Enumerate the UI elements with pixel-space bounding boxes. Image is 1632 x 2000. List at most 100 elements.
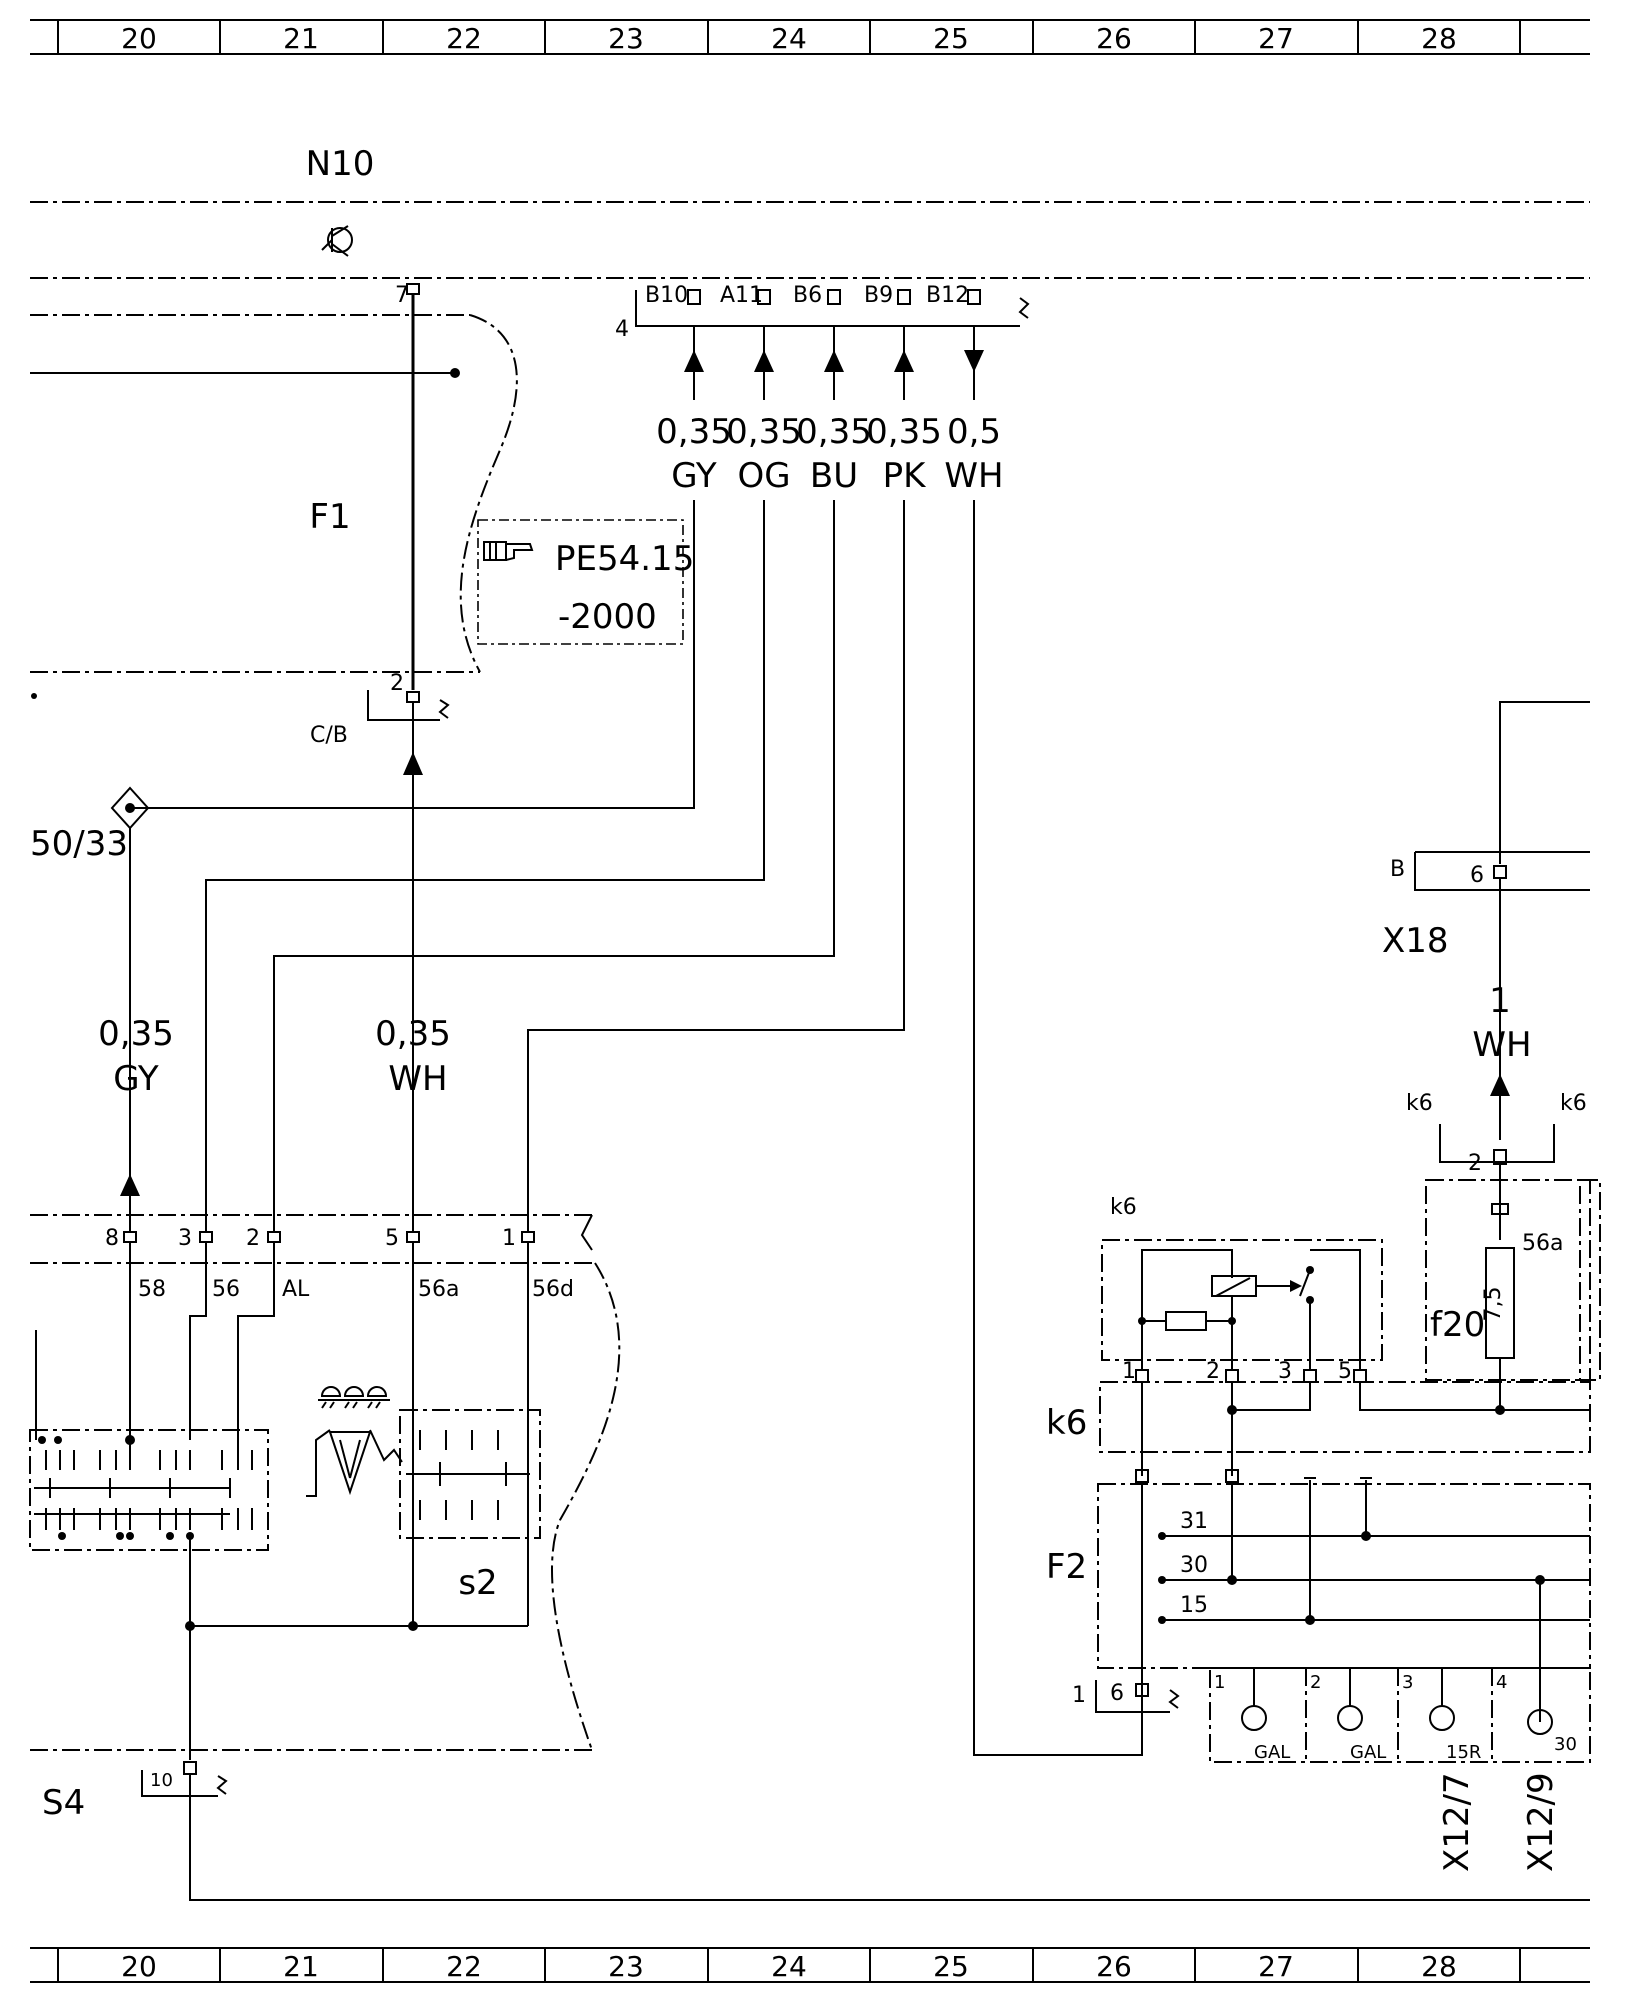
f1-pin2-label: 2: [390, 671, 404, 696]
f2-terminal-3-label: 15R: [1446, 1742, 1481, 1763]
top-col-26: 26: [1096, 22, 1132, 55]
k6-top-right-label: k6: [1560, 1091, 1587, 1116]
ref-x12-7: X12/7: [1437, 1772, 1477, 1872]
k6-pin-1: 1: [1122, 1359, 1136, 1384]
k6-pin-2: 2: [1206, 1359, 1220, 1384]
n10-pin-a11: A11: [720, 283, 763, 308]
wire-gy-color: GY: [671, 456, 717, 496]
top-col-22: 22: [446, 22, 482, 55]
switch-func-58: 58: [138, 1277, 166, 1302]
s4-label: S4: [42, 1783, 85, 1823]
f1-module: F1: [30, 314, 518, 699]
wire-gy-size: 0,35: [656, 412, 732, 452]
f2-terminals: 1 2 3 4 GAL GAL 15R 30: [1209, 1667, 1591, 1763]
k6-pin-5: 5: [1338, 1359, 1352, 1384]
switch-pin-5: 5: [385, 1226, 399, 1251]
f2-terminal-2-label: GAL: [1350, 1742, 1386, 1763]
f1-label: F1: [309, 497, 350, 537]
k6-block-label: k6: [1046, 1403, 1087, 1443]
reference-note-line1: PE54.15: [555, 539, 694, 579]
wire-pk-color: PK: [883, 456, 928, 496]
f20-top-pin: 2: [1468, 1151, 1482, 1176]
n10-wire-routing: [130, 500, 1143, 1756]
bottom-references: X12/7 X12/9: [1437, 1772, 1561, 1872]
fuse-value: 7,5: [1481, 1287, 1506, 1322]
bottom-col-23: 23: [608, 1950, 644, 1983]
bottom-col-27: 27: [1258, 1950, 1294, 1983]
top-grid-ruler: 20 21 22 23 24 25 26 27 28: [30, 19, 1590, 55]
s2-label: s2: [458, 1563, 497, 1603]
bottom-col-28: 28: [1421, 1950, 1457, 1983]
f2-line-15: 15: [1180, 1593, 1208, 1618]
switch-pin-1: 1: [502, 1226, 516, 1251]
f2-side-label: 1: [1072, 1683, 1086, 1708]
reference-note: PE54.15 -2000: [477, 519, 694, 645]
f2-terminal-2-num: 2: [1310, 1672, 1321, 1693]
f2-line-30: 30: [1180, 1553, 1208, 1578]
f20-fuse-block: k6 k6 2 7,5 f20 56a: [1406, 1091, 1601, 1415]
center-wire-labels: 0,35 WH: [375, 1014, 451, 1099]
k6-relay-label: k6: [1110, 1195, 1137, 1220]
top-col-28: 28: [1421, 22, 1457, 55]
center-wire-color: WH: [388, 1059, 447, 1099]
n10-pin-b6: B6: [793, 283, 822, 308]
n10-pin-group: 4 B10 A11 B6 B9 B12: [615, 283, 1030, 400]
wire-og-color: OG: [737, 456, 790, 496]
center-wire-size: 0,35: [375, 1014, 451, 1054]
k6-top-label: k6: [1406, 1091, 1433, 1116]
wire-og-size: 0,35: [726, 412, 802, 452]
ref-x12-9: X12/9: [1521, 1772, 1561, 1872]
x18-wire-size: 1: [1489, 981, 1511, 1021]
n10-wire-labels: 0,35 GY 0,35 OG 0,35 BU 0,35 PK 0,5 WH: [656, 412, 1003, 496]
wire-wh-color: WH: [944, 456, 1003, 496]
bottom-col-21: 21: [283, 1950, 319, 1983]
c-b-label: C/B: [310, 723, 348, 748]
f2-terminal-1-num: 1: [1214, 1672, 1225, 1693]
top-col-27: 27: [1258, 22, 1294, 55]
top-col-20: 20: [121, 22, 157, 55]
n10-pin7-label: 7: [395, 283, 409, 308]
f2-terminal-3-num: 3: [1402, 1672, 1413, 1693]
n10-module: N10: [30, 144, 1590, 279]
switch-func-56a: 56a: [418, 1277, 459, 1302]
f2-label: F2: [1046, 1547, 1087, 1587]
x18-label: X18: [1382, 921, 1449, 961]
switch-pin-8: 8: [105, 1226, 119, 1251]
x18-connector: B 6 X18 1 WH: [1382, 701, 1590, 1140]
bottom-grid-ruler: 20 21 22 23 24 25 26 27 28: [30, 1947, 1590, 1983]
top-col-25: 25: [933, 22, 969, 55]
left-wire-color: GY: [113, 1059, 159, 1099]
n10-pin-b10: B10: [645, 283, 688, 308]
k6-pin-3: 3: [1278, 1359, 1292, 1384]
transistor-symbol-icon: [321, 225, 353, 257]
switch-pin-3: 3: [178, 1226, 192, 1251]
top-col-24: 24: [771, 22, 807, 55]
bottom-col-24: 24: [771, 1950, 807, 1983]
reference-note-line2: -2000: [558, 597, 657, 637]
headlight-bulbs-icon: [318, 1386, 390, 1409]
wire-wh-size: 0,5: [947, 412, 1001, 452]
f2-terminal-4-label: 30: [1554, 1734, 1577, 1755]
top-col-23: 23: [608, 22, 644, 55]
k6-connector-block: k6: [1046, 1381, 1591, 1483]
switch-func-56: 56: [212, 1277, 240, 1302]
bottom-col-25: 25: [933, 1950, 969, 1983]
f1-pin2-connector: 2 C/B: [310, 671, 450, 1232]
f20-56a-label: 56a: [1522, 1231, 1563, 1256]
top-col-21: 21: [283, 22, 319, 55]
k6-relay: k6 1 2 3 5: [1101, 1195, 1383, 1384]
f2-block: F2 3 1 30 15 1 6: [1046, 1477, 1591, 1722]
wire-bu-color: BU: [810, 456, 858, 496]
connector-50-33: 50/33 0,35 GY: [30, 786, 174, 1232]
x18-pin6-label: 6: [1470, 863, 1484, 888]
f2-pin6-label: 6: [1110, 1681, 1124, 1706]
bottom-col-20: 20: [121, 1950, 157, 1983]
bottom-col-26: 26: [1096, 1950, 1132, 1983]
pointing-hand-icon: [483, 541, 534, 561]
s4-pin10-label: 10: [150, 1770, 173, 1791]
f2-terminal-1-label: GAL: [1254, 1742, 1290, 1763]
left-wire-size: 0,35: [98, 1014, 174, 1054]
n10-pin-b9: B9: [864, 283, 893, 308]
x18-wire-color: WH: [1472, 1025, 1531, 1065]
